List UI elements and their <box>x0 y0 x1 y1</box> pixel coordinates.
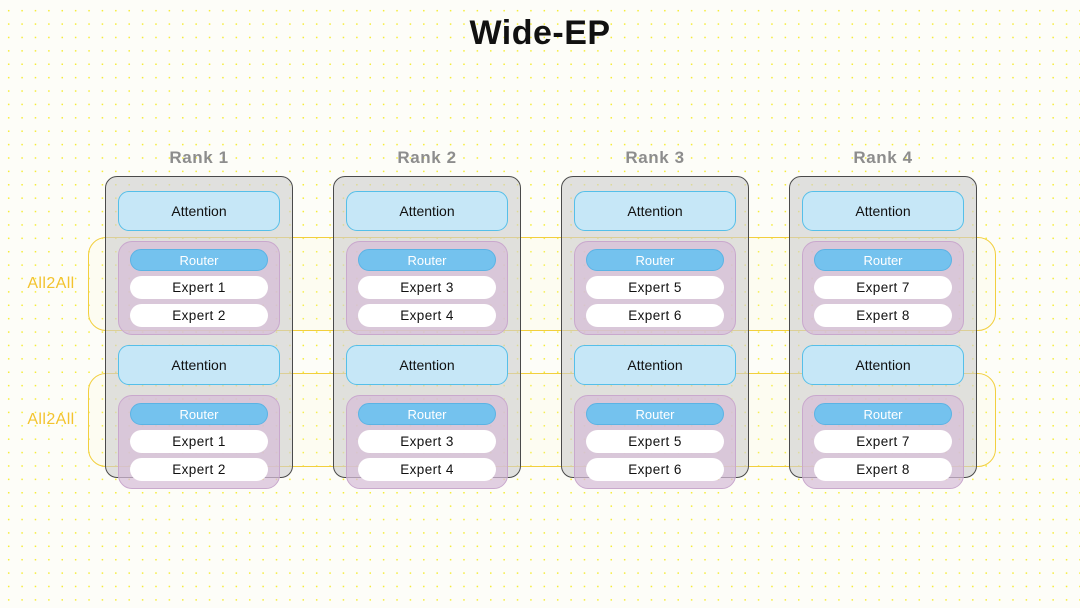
expert-pill: Expert 5 <box>586 276 724 299</box>
attention-block: Attention <box>346 345 508 385</box>
moe-group: Router Expert 7 Expert 8 <box>802 395 964 489</box>
all2all-label-layer-2: All2All <box>27 411 75 428</box>
rank-column-4: Rank 4 Attention Router Expert 7 Expert … <box>789 148 977 489</box>
router-pill: Router <box>130 249 268 271</box>
expert-pill: Expert 3 <box>358 276 496 299</box>
moe-group: Router Expert 5 Expert 6 <box>574 241 736 335</box>
rank-card-3: Attention Router Expert 5 Expert 6 Atten… <box>561 176 749 489</box>
all2all-label-layer-1: All2All <box>27 275 75 292</box>
moe-group: Router Expert 3 Expert 4 <box>346 241 508 335</box>
router-pill: Router <box>130 403 268 425</box>
rank-column-2: Rank 2 Attention Router Expert 3 Expert … <box>333 148 521 489</box>
moe-group: Router Expert 3 Expert 4 <box>346 395 508 489</box>
rank-label-3: Rank 3 <box>625 148 685 167</box>
expert-pill: Expert 8 <box>814 458 952 481</box>
attention-block: Attention <box>346 191 508 231</box>
moe-group: Router Expert 5 Expert 6 <box>574 395 736 489</box>
attention-block: Attention <box>802 191 964 231</box>
attention-block: Attention <box>118 191 280 231</box>
attention-block: Attention <box>802 345 964 385</box>
router-pill: Router <box>586 403 724 425</box>
expert-pill: Expert 7 <box>814 276 952 299</box>
moe-group: Router Expert 7 Expert 8 <box>802 241 964 335</box>
expert-pill: Expert 3 <box>358 430 496 453</box>
router-pill: Router <box>586 249 724 271</box>
moe-group: Router Expert 1 Expert 2 <box>118 395 280 489</box>
expert-pill: Expert 7 <box>814 430 952 453</box>
attention-block: Attention <box>574 345 736 385</box>
attention-block: Attention <box>118 345 280 385</box>
rank-card-2: Attention Router Expert 3 Expert 4 Atten… <box>333 176 521 489</box>
expert-pill: Expert 1 <box>130 430 268 453</box>
expert-pill: Expert 5 <box>586 430 724 453</box>
expert-pill: Expert 8 <box>814 304 952 327</box>
rank-label-4: Rank 4 <box>853 148 913 167</box>
attention-block: Attention <box>574 191 736 231</box>
expert-pill: Expert 1 <box>130 276 268 299</box>
expert-pill: Expert 6 <box>586 458 724 481</box>
router-pill: Router <box>814 403 952 425</box>
router-pill: Router <box>358 249 496 271</box>
expert-pill: Expert 4 <box>358 304 496 327</box>
expert-pill: Expert 2 <box>130 304 268 327</box>
rank-card-1: Attention Router Expert 1 Expert 2 Atten… <box>105 176 293 489</box>
rank-card-4: Attention Router Expert 7 Expert 8 Atten… <box>789 176 977 489</box>
page-title: Wide-EP <box>469 14 611 52</box>
expert-pill: Expert 4 <box>358 458 496 481</box>
expert-pill: Expert 2 <box>130 458 268 481</box>
router-pill: Router <box>814 249 952 271</box>
rank-column-1: Rank 1 Attention Router Expert 1 Expert … <box>105 148 293 489</box>
expert-pill: Expert 6 <box>586 304 724 327</box>
rank-label-1: Rank 1 <box>169 148 229 167</box>
router-pill: Router <box>358 403 496 425</box>
moe-group: Router Expert 1 Expert 2 <box>118 241 280 335</box>
rank-label-2: Rank 2 <box>397 148 457 167</box>
rank-column-3: Rank 3 Attention Router Expert 5 Expert … <box>561 148 749 489</box>
